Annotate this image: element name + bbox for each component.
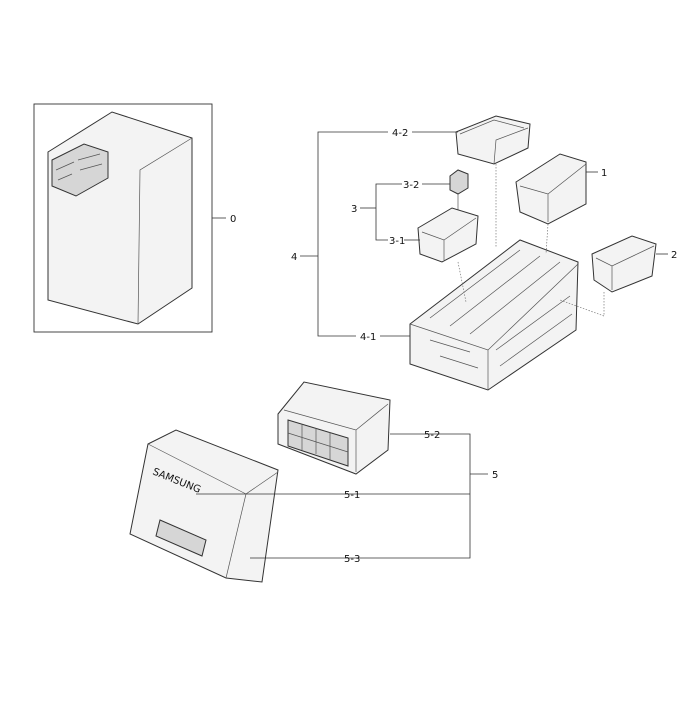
bracket-4: [317, 131, 388, 337]
label-0: 0: [230, 214, 236, 225]
part-2-bin: [591, 235, 657, 293]
part-5-2-inner: [277, 381, 391, 475]
housing-side-detail: [495, 295, 573, 367]
label-3-1: 3-1: [389, 236, 405, 247]
inner-grid: [287, 419, 349, 467]
label-5-2: 5-2: [424, 430, 440, 441]
leader-2-dotted-b: [559, 299, 605, 317]
label-2: 2: [671, 250, 677, 261]
label-4: 4: [291, 252, 297, 263]
label-4-1: 4-1: [360, 332, 376, 343]
cabinet-edge: [137, 137, 193, 325]
bin-1-body: [515, 153, 587, 225]
part-4-1-housing: [409, 239, 579, 391]
bracket-3: [375, 183, 402, 241]
bin-3-1-detail: [421, 217, 477, 260]
part-3-2-cap: [449, 169, 469, 214]
part-0-overview: [33, 103, 213, 333]
bracket-5: [250, 433, 471, 559]
label-1: 1: [601, 168, 607, 179]
cabinet-body: [47, 111, 193, 325]
bin-2-detail: [595, 245, 655, 290]
bin-4-2-body: [455, 115, 531, 165]
bin-3-1-body: [417, 207, 479, 263]
bin-1-detail: [519, 163, 587, 222]
part-1-bin: [515, 153, 587, 225]
front-panel-handle: [155, 519, 207, 557]
label-5: 5: [492, 470, 498, 481]
label-3: 3: [351, 204, 357, 215]
inner-grid-lines: [287, 424, 349, 460]
part-3-1-bin: [417, 207, 479, 263]
label-4-2: 4-2: [392, 128, 408, 139]
housing-edges: [409, 263, 579, 390]
part-4-2-bin: [455, 115, 531, 165]
inner-edges: [283, 403, 389, 472]
bin-4-2-detail: [459, 119, 529, 165]
leader-lines: [196, 131, 668, 559]
leader-1-dotted: [545, 223, 549, 255]
front-panel: [129, 429, 279, 583]
label-5-1: 5-1: [344, 490, 360, 501]
label-3-2: 3-2: [403, 180, 419, 191]
label-5-3: 5-3: [344, 554, 360, 565]
leader-3-1-dotted: [457, 261, 467, 303]
part-5-front-panel: SAMSUNG: [129, 429, 279, 583]
callout-labels: 0 1 2 3 3-2 3-1 4 4-2 4-1 5-2 5 5-1 5-3: [230, 128, 677, 565]
housing-channels: [429, 249, 561, 369]
mini-drawer-detail: [55, 153, 103, 181]
cap-3-2: [449, 169, 469, 195]
bin-2-body: [591, 235, 657, 293]
